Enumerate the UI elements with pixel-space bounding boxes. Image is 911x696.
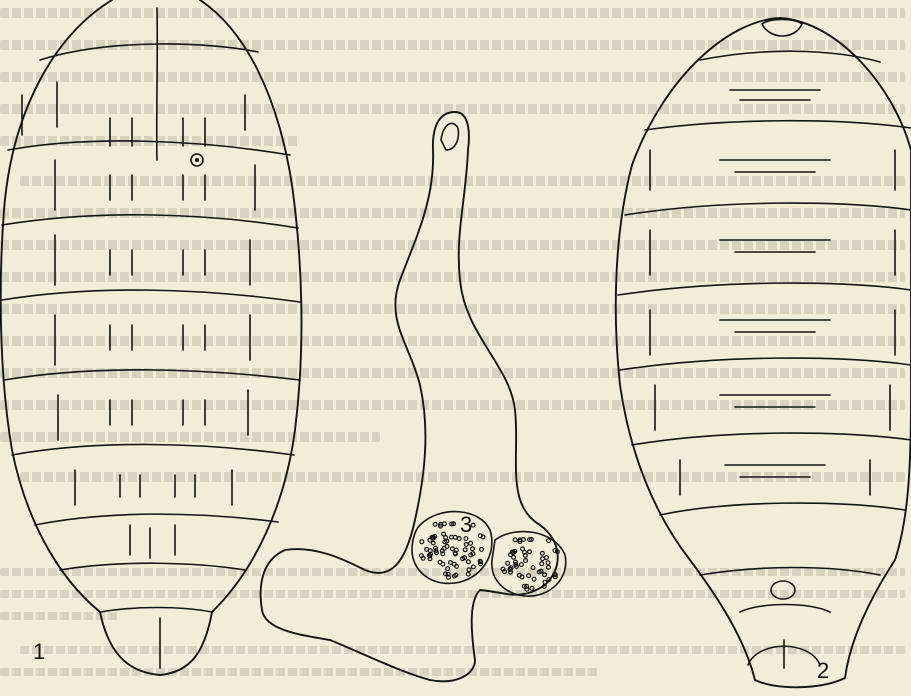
spine-dot	[457, 537, 461, 541]
spine-dot	[545, 556, 549, 560]
spine-dot	[480, 548, 484, 552]
spine-dot	[442, 546, 446, 550]
spine-dot	[452, 562, 456, 566]
spine-dot	[520, 575, 524, 579]
spine-dot	[451, 547, 455, 551]
figure-label-3: 3	[460, 514, 472, 536]
spine-dot	[464, 543, 468, 547]
spine-dot	[506, 561, 510, 565]
spine-dot	[520, 563, 524, 567]
spine-dot	[501, 567, 505, 571]
spine-dot	[532, 577, 536, 581]
figure-label-1: 1	[33, 641, 45, 663]
spine-dot	[512, 555, 516, 559]
figure-label-2: 2	[817, 660, 829, 682]
spine-dot	[547, 565, 551, 569]
spine-dot	[469, 541, 473, 545]
spine-dot	[530, 586, 534, 590]
spine-dot	[463, 548, 467, 552]
larva-dorsal-drawing	[1, 0, 302, 675]
spine-dot	[446, 567, 450, 571]
spine-dot	[543, 580, 547, 584]
spine-dot	[453, 535, 457, 539]
spine-dot	[540, 562, 544, 566]
spine-dot	[547, 539, 551, 543]
spine-dot	[441, 562, 445, 566]
spine-dot	[469, 553, 473, 557]
spine-dot	[420, 540, 424, 544]
spine-dot	[546, 561, 550, 565]
spine-dot	[442, 532, 446, 536]
spine-dot	[525, 587, 529, 591]
spine-dot	[524, 559, 528, 563]
spine-dot	[540, 551, 544, 555]
spine-dot	[441, 552, 445, 556]
genitalia-drawing	[261, 112, 566, 681]
spine-dot	[521, 538, 525, 542]
spine-dot	[527, 574, 531, 578]
spine-dot	[478, 534, 482, 538]
spine-dot	[447, 575, 451, 579]
spine-dot	[531, 566, 535, 570]
spine-dot	[553, 549, 557, 553]
larva-ventral-drawing	[616, 18, 911, 687]
spine-dot	[420, 554, 424, 558]
spine-dot	[464, 537, 468, 541]
spine-dot	[467, 568, 471, 572]
spine-dot	[528, 550, 532, 554]
spine-dot	[443, 522, 447, 526]
spine-dot	[521, 547, 525, 551]
spine-dot	[431, 541, 435, 545]
spine-dot	[471, 547, 475, 551]
spine-dot	[467, 560, 471, 564]
spine-dot	[472, 565, 476, 569]
spine-dot	[428, 549, 432, 553]
spine-dot	[466, 572, 470, 576]
spine-dot	[543, 573, 547, 577]
spine-dot	[433, 522, 437, 526]
spine-dot	[513, 538, 517, 542]
spine-dot	[541, 557, 545, 561]
